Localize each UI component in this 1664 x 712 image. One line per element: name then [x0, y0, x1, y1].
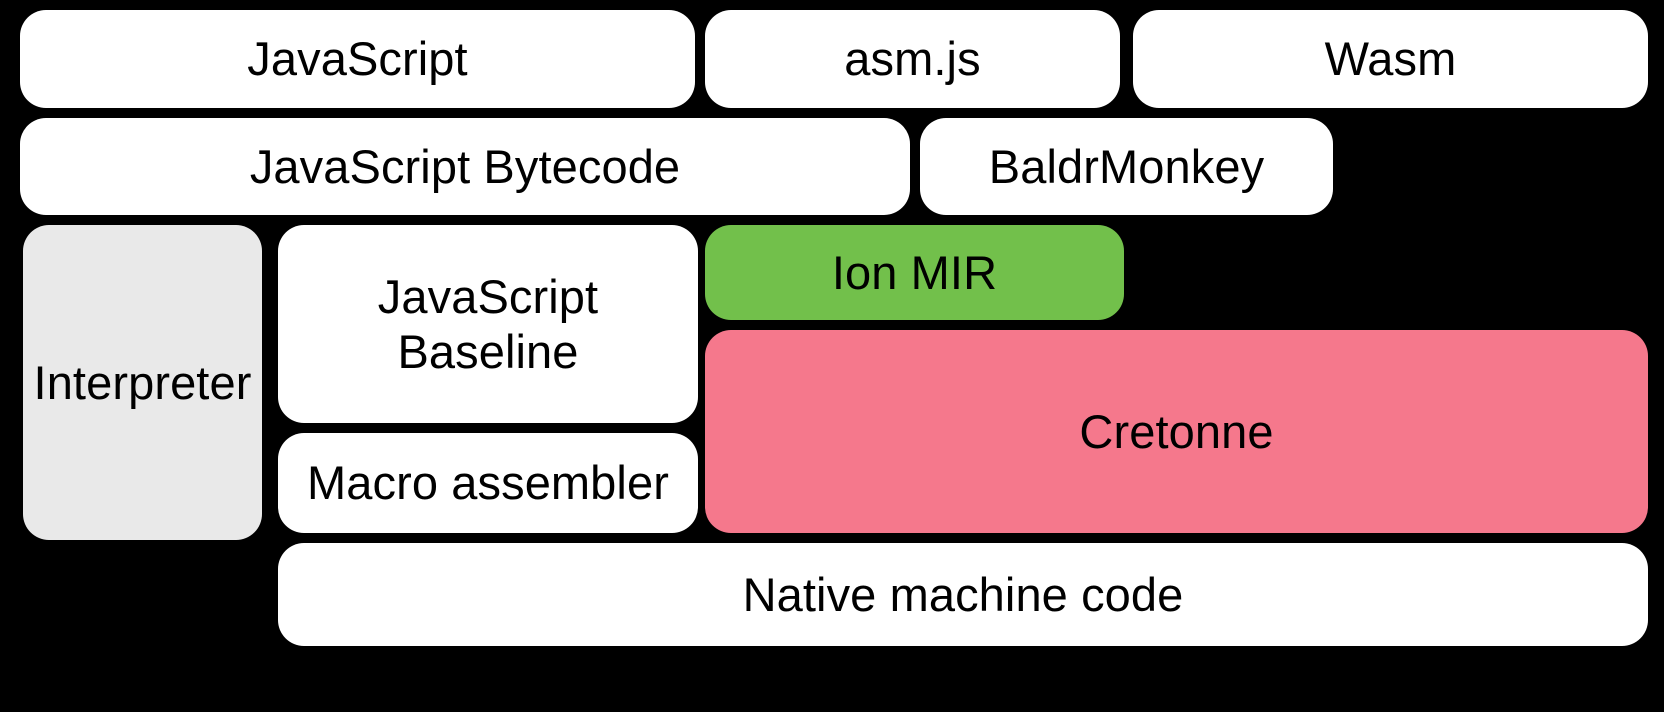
node-asmjs: asm.js	[705, 10, 1120, 108]
node-javascript: JavaScript	[20, 10, 695, 108]
node-interpreter: Interpreter	[23, 225, 262, 540]
node-javascript-bytecode: JavaScript Bytecode	[20, 118, 910, 215]
node-javascript-baseline: JavaScript Baseline	[278, 225, 698, 423]
node-ion-mir: Ion MIR	[705, 225, 1124, 320]
node-macro-assembler: Macro assembler	[278, 433, 698, 533]
node-baldrmonkey: BaldrMonkey	[920, 118, 1333, 215]
node-cretonne: Cretonne	[705, 330, 1648, 533]
node-native-machine-code: Native machine code	[278, 543, 1648, 646]
node-wasm: Wasm	[1133, 10, 1648, 108]
